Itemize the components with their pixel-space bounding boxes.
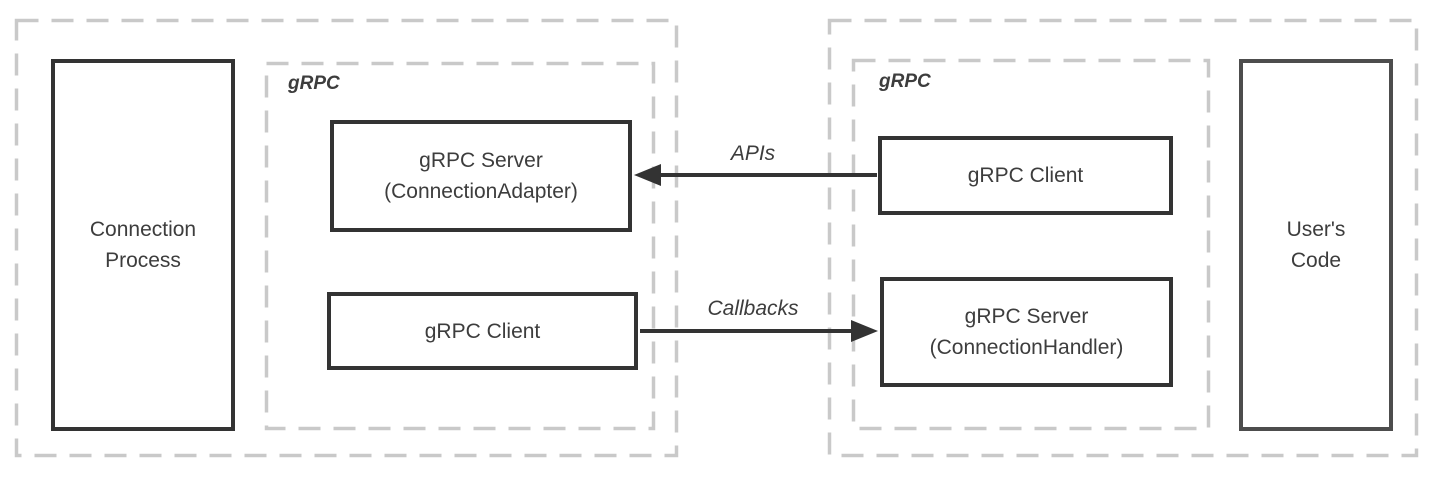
left-grpc-label: gRPC	[288, 73, 340, 94]
users-code-box: User's Code	[1239, 59, 1393, 431]
connection-process-line2: Process	[105, 249, 181, 272]
right-grpc-client-box: gRPC Client	[878, 136, 1173, 215]
right-grpc-label: gRPC	[879, 71, 931, 92]
left-process-dashed-container	[14, 18, 679, 458]
connection-process-box: Connection Process	[51, 59, 235, 431]
left-grpc-client-label: gRPC Client	[424, 319, 541, 343]
left-grpc-client-box: gRPC Client	[327, 292, 638, 370]
adapter-box-line1: gRPC Server	[419, 149, 543, 172]
adapter-box-line2: (ConnectionAdapter)	[384, 180, 578, 203]
left-grpc-dashed-container	[264, 61, 656, 431]
callbacks-arrow-head	[851, 320, 878, 342]
users-code-line2: Code	[1290, 249, 1342, 272]
right-grpc-client-label: gRPC Client	[967, 164, 1084, 187]
grpc-server-connection-handler-box: gRPC Server (ConnectionHandler)	[880, 277, 1173, 387]
handler-box-line2: (ConnectionHandler)	[929, 336, 1124, 359]
handler-box-line1: gRPC Server	[964, 305, 1089, 328]
users-code-line1: User's	[1286, 218, 1346, 241]
right-process-dashed-container	[827, 18, 1419, 458]
apis-arrow-label: APIs	[730, 142, 776, 165]
connection-process-line1: Connection	[89, 218, 197, 241]
apis-arrow-head	[634, 164, 661, 186]
grpc-server-connection-adapter-box: gRPC Server (ConnectionAdapter)	[330, 120, 632, 232]
right-grpc-dashed-container	[851, 58, 1211, 431]
callbacks-arrow-label: Callbacks	[707, 297, 799, 320]
